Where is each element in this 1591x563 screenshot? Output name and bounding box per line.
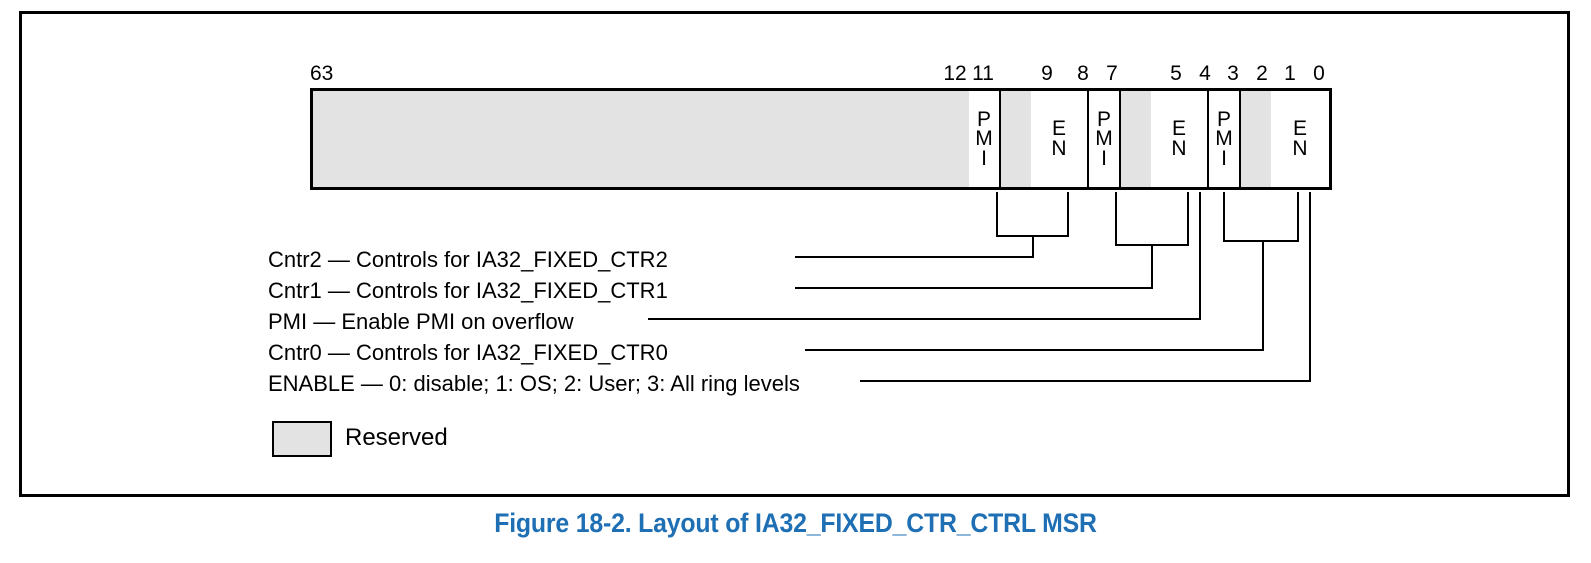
figure-caption: Figure 18-2. Layout of IA32_FIXED_CTR_CT… [494,508,1097,538]
bit-cell-label: P M I [1215,107,1233,170]
legend-line-enable: ENABLE — 0: disable; 1: OS; 2: User; 3: … [268,371,800,396]
bit-cell-pmi-cntr1: P M I [1089,91,1121,187]
bit-number-3: 3 [1227,62,1239,85]
bit-cell-en-cntr2: E N [1031,91,1089,187]
bit-number-63: 63 [310,62,334,85]
reserved-legend-label: Reserved [345,424,448,451]
legend-line-cntr2: Cntr2 — Controls for IA32_FIXED_CTR2 [268,247,668,272]
bit-cell-reserved-2 [1241,91,1271,187]
bit-cell-label: P M I [975,107,993,170]
bit-number-1: 1 [1284,62,1296,85]
bit-number-5: 5 [1170,62,1182,85]
bit-cell-reserved-10 [1001,91,1031,187]
bit-number-2: 2 [1256,62,1268,85]
bit-cell-label: E N [1292,117,1308,160]
reserved-color-swatch [272,421,332,457]
bit-cell-label: P M I [1095,107,1113,170]
bit-cell-pmi-cntr2: P M I [969,91,1001,187]
bit-number-0: 0 [1313,62,1325,85]
legend-line-cntr0: Cntr0 — Controls for IA32_FIXED_CTR0 [268,340,668,365]
bit-number-11: 11 [972,62,994,85]
bit-number-12: 12 [943,62,967,85]
legend-line-cntr1: Cntr1 — Controls for IA32_FIXED_CTR1 [268,278,668,303]
bit-number-8: 8 [1077,62,1089,85]
bit-cell-en-cntr0: E N [1271,91,1329,187]
legend-line-pmi: PMI — Enable PMI on overflow [268,309,574,334]
bit-number-7: 7 [1106,62,1118,85]
bit-cell-reserved-63-13 [313,91,969,187]
figure-border [19,11,1570,497]
bit-number-9: 9 [1041,62,1053,85]
bit-cell-en-cntr1: E N [1151,91,1209,187]
bit-cell-label: E N [1051,117,1067,160]
bit-cell-label: E N [1171,117,1187,160]
bit-cell-reserved-6 [1121,91,1151,187]
bit-cell-pmi-cntr0: P M I [1209,91,1241,187]
bit-number-4: 4 [1199,62,1211,85]
